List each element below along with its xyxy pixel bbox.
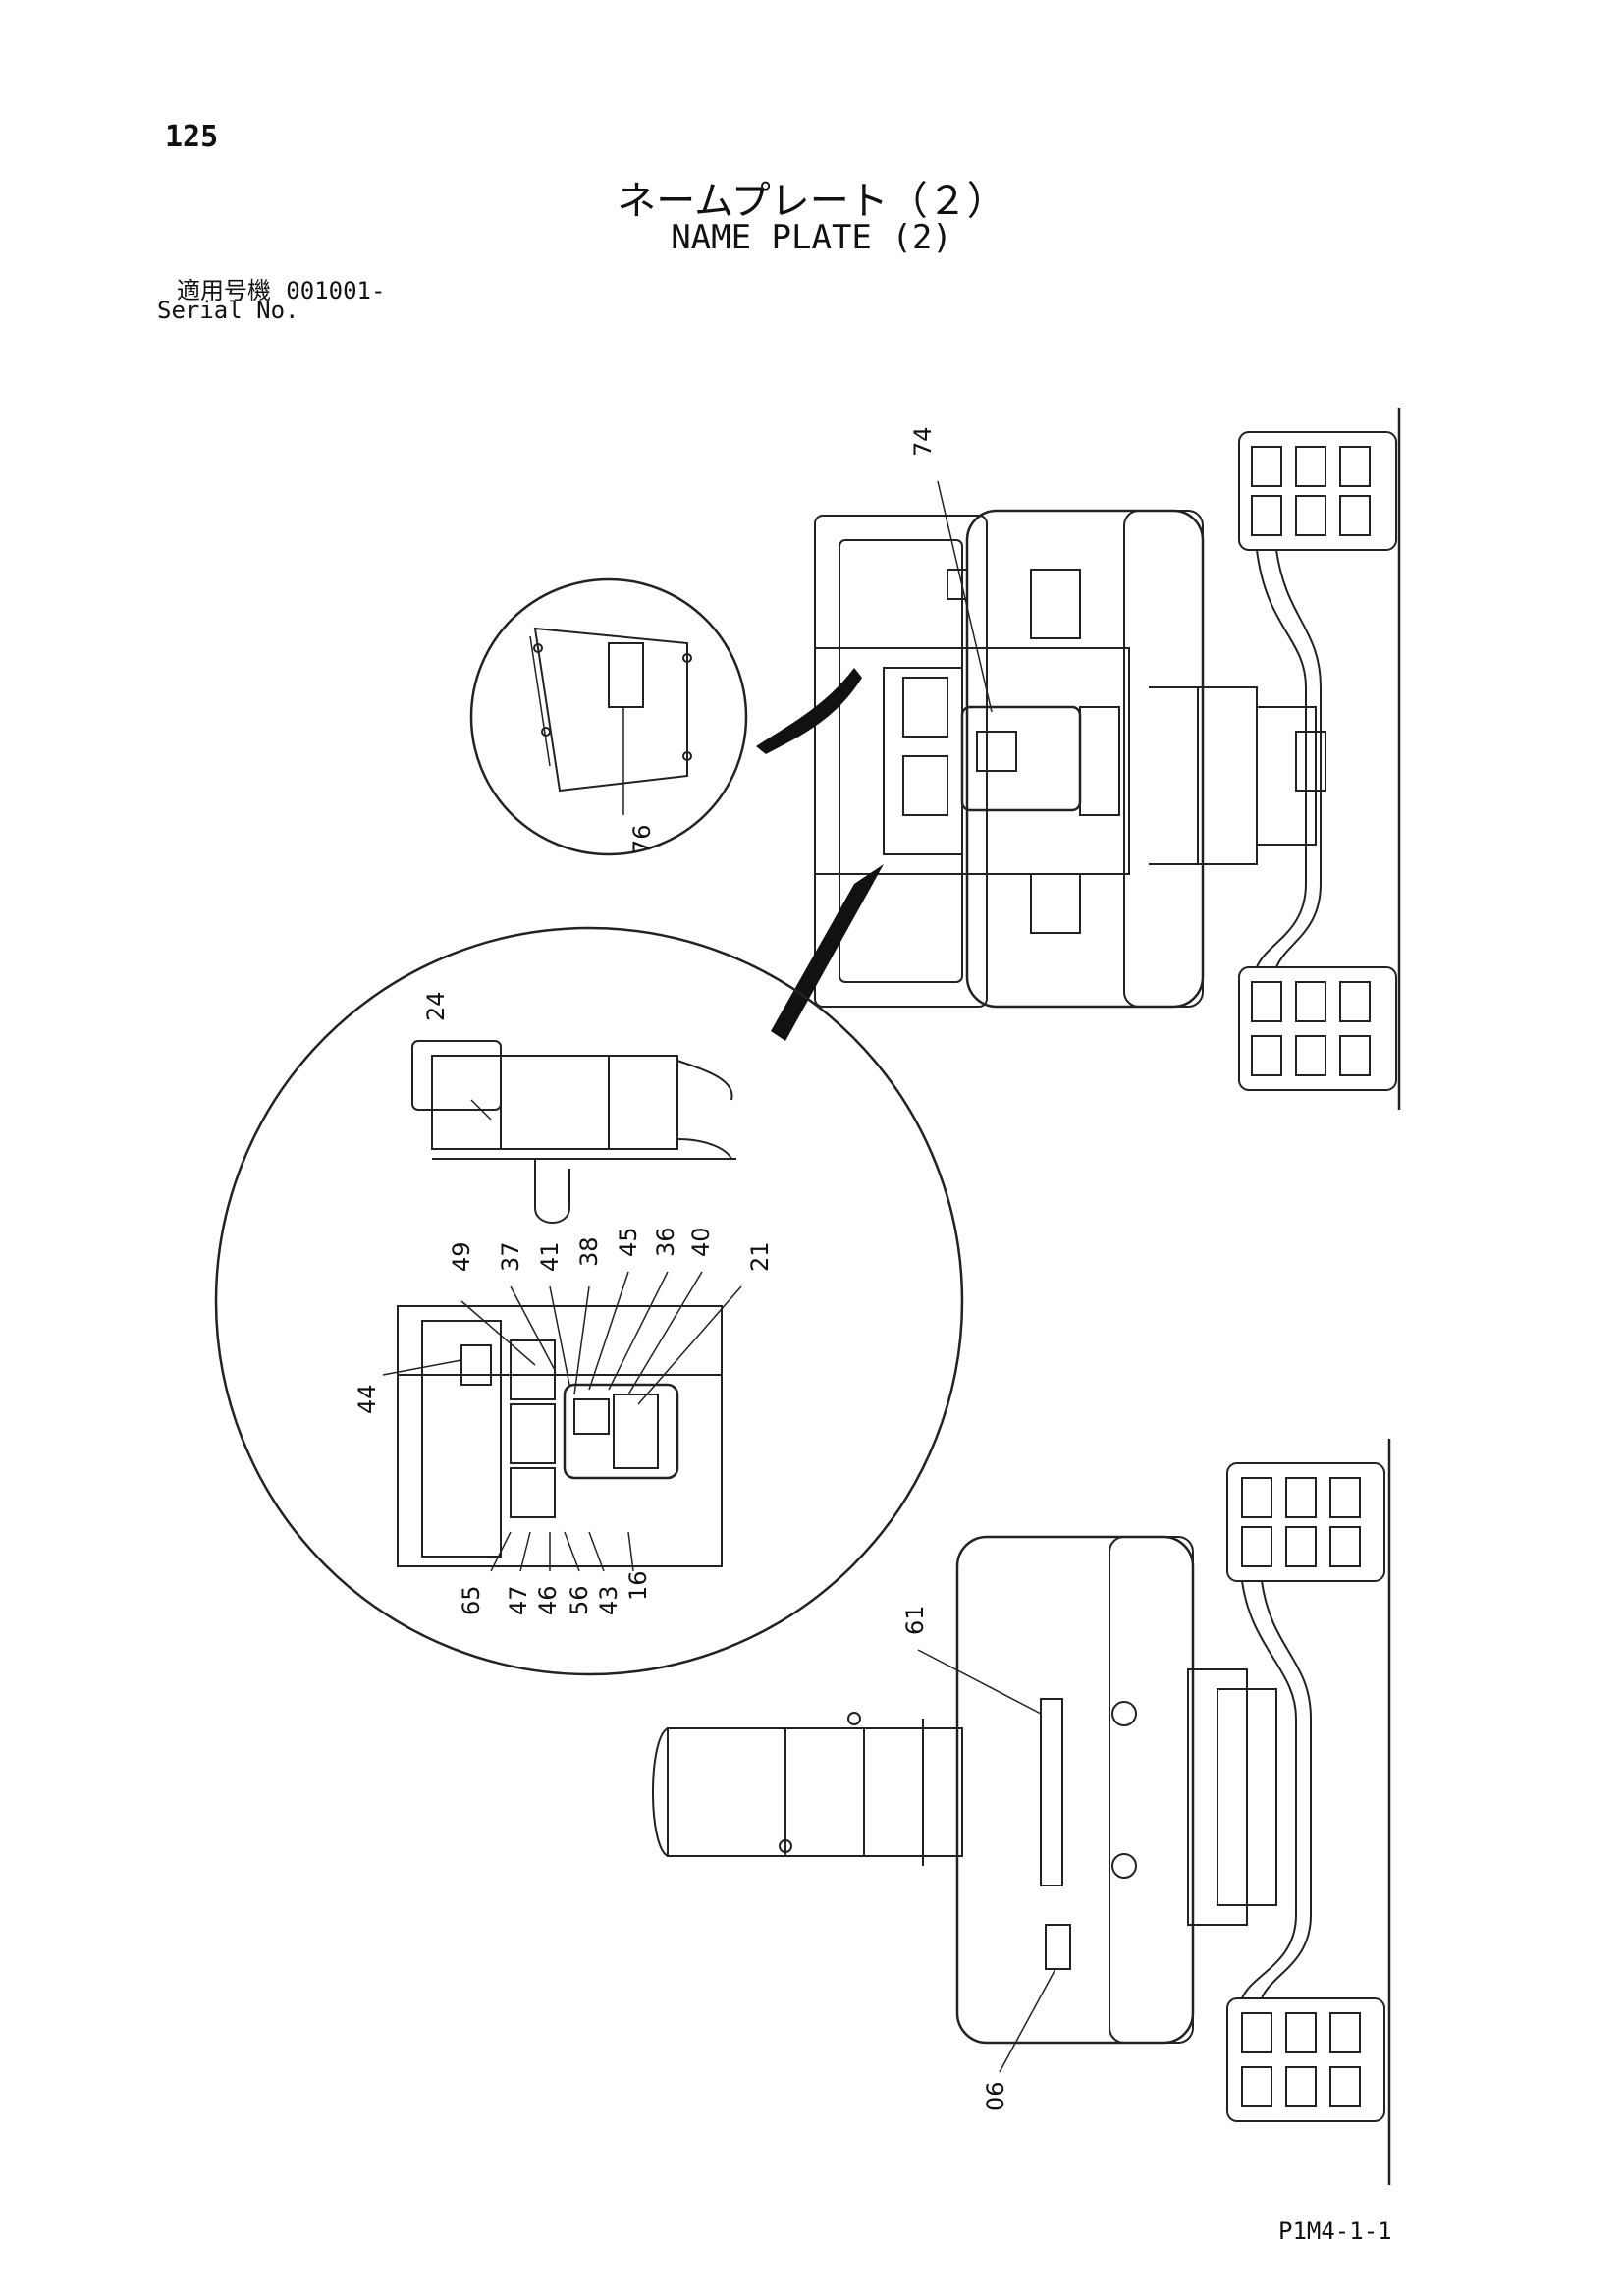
- detail-circle-76: [469, 577, 748, 856]
- serial-label-japanese: 適用号機 001001-: [177, 271, 385, 305]
- callout-06: 06: [982, 2081, 1009, 2111]
- upper-track-bottom: [1238, 966, 1397, 1091]
- callout-16: 16: [624, 1570, 652, 1601]
- callout-37: 37: [497, 1241, 524, 1272]
- page-title-japanese: ネームプレート（２）: [617, 179, 1006, 224]
- callout-41: 41: [536, 1241, 564, 1272]
- upper-track-top: [1238, 431, 1397, 551]
- serial-value: 001001-: [286, 277, 386, 304]
- callout-61: 61: [901, 1605, 929, 1635]
- callout-38: 38: [575, 1236, 603, 1267]
- callout-36: 36: [652, 1227, 679, 1257]
- callout-74: 74: [909, 426, 937, 457]
- upper-machine-view: [756, 408, 1401, 1110]
- callout-24: 24: [422, 991, 450, 1021]
- callout-76: 76: [628, 824, 656, 854]
- callout-56: 56: [566, 1585, 593, 1615]
- callout-40: 40: [687, 1227, 715, 1257]
- figure-code: P1M4-1-1: [1278, 2217, 1392, 2245]
- serial-label-jp: 適用号機: [177, 277, 271, 304]
- lower-track-top: [1226, 1462, 1385, 1582]
- callout-45: 45: [615, 1227, 642, 1257]
- lower-machine-view: [652, 1439, 1391, 2185]
- callout-46: 46: [534, 1585, 562, 1615]
- serial-label-english: Serial No.: [157, 297, 299, 324]
- callout-43: 43: [595, 1585, 622, 1615]
- callout-44: 44: [353, 1384, 381, 1414]
- callout-47: 47: [505, 1585, 532, 1615]
- callouts: 74 76 24 49 37 41 38 45 36 40 21 44 65 4…: [353, 426, 1009, 2111]
- callout-21: 21: [746, 1241, 774, 1272]
- page-title-english: NAME PLATE (2): [671, 218, 952, 257]
- detail-circle-main: [214, 926, 964, 1676]
- lower-track-bottom: [1226, 1997, 1385, 2122]
- callout-49: 49: [448, 1241, 475, 1272]
- page-number: 125: [165, 120, 219, 154]
- callout-65: 65: [458, 1585, 485, 1615]
